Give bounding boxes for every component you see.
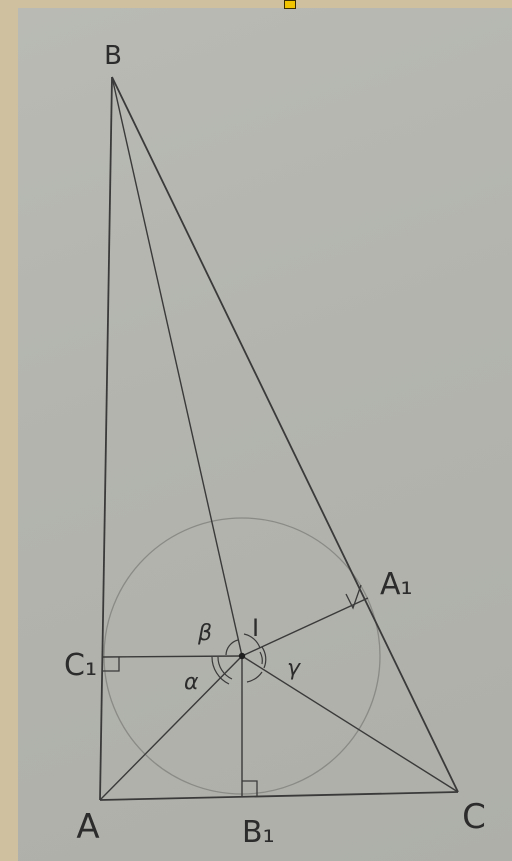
label-c: C	[462, 797, 486, 837]
bisector-a	[99, 655, 243, 801]
right-angle-a1	[345, 584, 362, 610]
radius-a1	[241, 597, 369, 657]
paper-sheet	[18, 8, 512, 861]
side-bc	[111, 76, 459, 793]
label-beta: β	[197, 621, 212, 646]
angle-arc-alpha-2	[217, 656, 233, 680]
bisector-b	[111, 76, 243, 657]
label-i: I	[252, 614, 259, 642]
label-b1: B₁	[242, 815, 275, 850]
label-c1: C₁	[64, 648, 97, 683]
label-b: B	[104, 41, 122, 71]
corner-marker	[284, 0, 296, 9]
label-alpha: α	[184, 670, 199, 695]
side-ab	[99, 76, 113, 801]
angle-arc-bottom	[246, 671, 263, 683]
label-a1: A₁	[380, 567, 413, 602]
angle-arc-alpha	[211, 656, 230, 685]
angle-arc-beta	[225, 639, 239, 656]
side-ac	[99, 791, 459, 801]
angle-arc-top	[243, 633, 261, 649]
angle-arc-right-1	[261, 646, 267, 669]
right-angle-b1	[242, 780, 258, 797]
angle-arc-right-2	[259, 651, 263, 665]
bisector-c	[241, 655, 459, 793]
label-a: A	[76, 807, 99, 847]
incenter-point	[238, 652, 246, 660]
right-angle-c1	[103, 657, 120, 672]
label-gamma: γ	[287, 656, 301, 681]
radius-c1	[102, 655, 243, 658]
